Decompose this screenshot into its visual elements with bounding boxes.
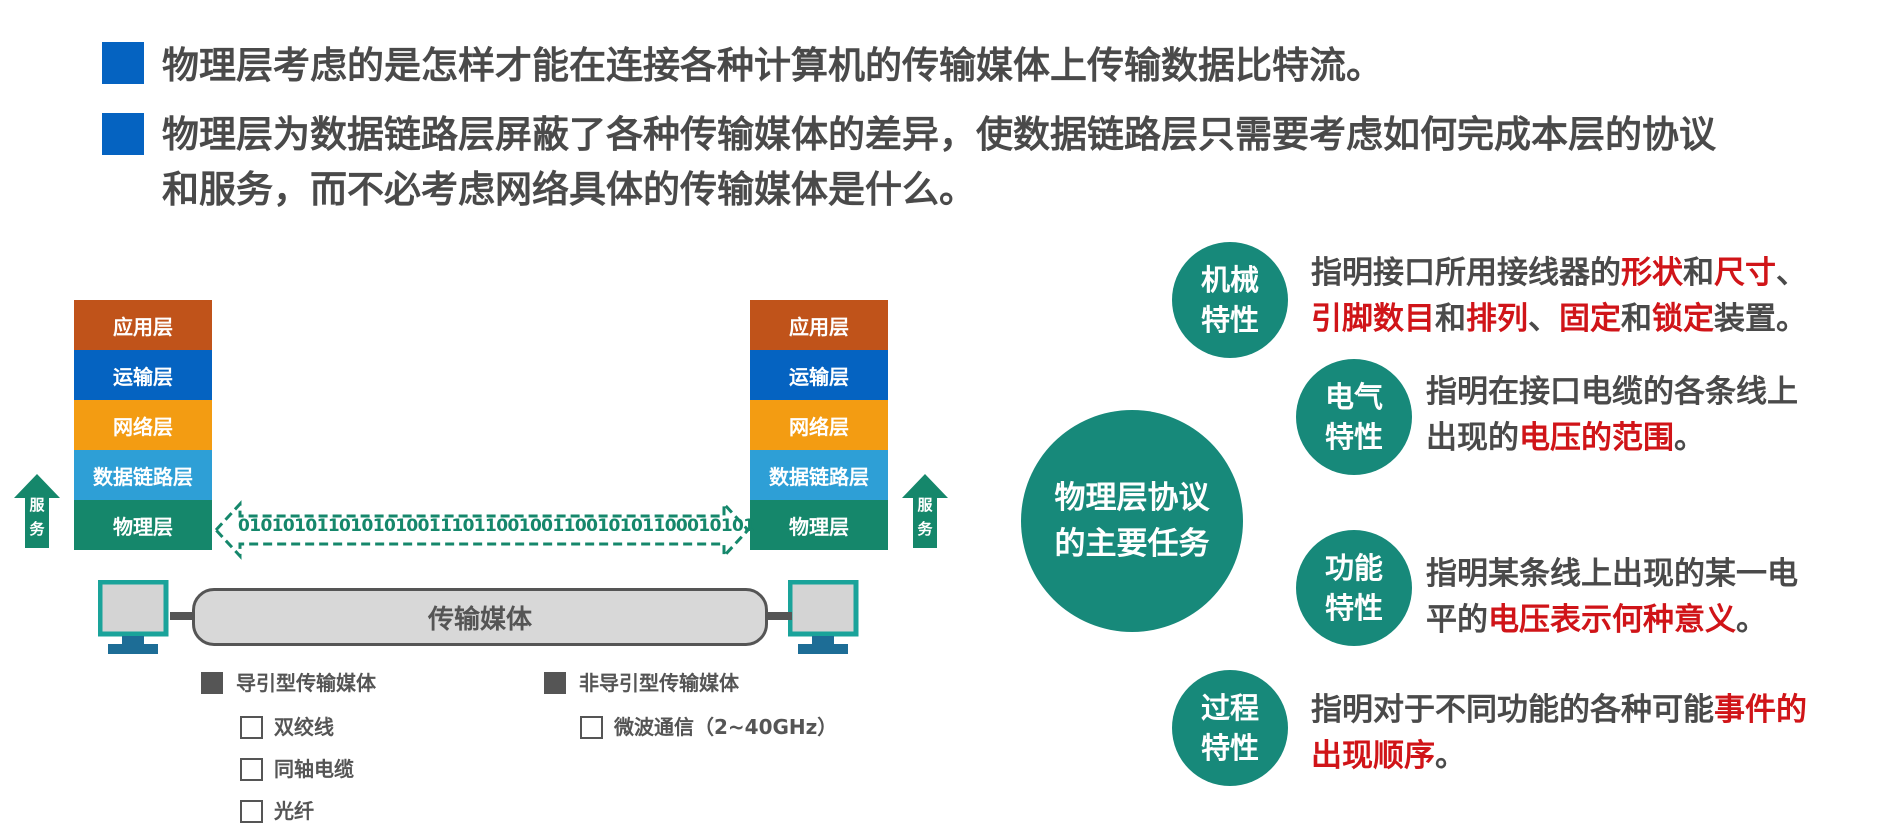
desc-highlight: 排列	[1466, 301, 1528, 337]
desc-text: 、	[1528, 301, 1559, 337]
bullet-marker	[102, 42, 144, 84]
bitstream-text: 0101010110101010011101100100110010101100…	[238, 516, 755, 536]
service-up-arrow-icon: 服 务	[14, 474, 60, 548]
desc-highlight: 电压的范围	[1519, 420, 1674, 456]
circle-line: 机械	[1200, 263, 1259, 297]
bullet-text-2b: 和服务，而不必考虑网络具体的传输媒体是什么。	[162, 168, 976, 211]
bullet-marker	[102, 113, 144, 155]
procedural-description: 指明对于不同功能的各种可能事件的 出现顺序。	[1311, 687, 1807, 779]
mechanical-description: 指明接口所用接线器的形状和尺寸、 引脚数目和排列、固定和锁定装置。	[1311, 250, 1807, 342]
desc-highlight: 尺寸	[1714, 255, 1776, 291]
layer-datalink: 数据链路层	[74, 450, 212, 500]
service-label: 服	[917, 496, 933, 514]
desc-highlight: 固定	[1559, 301, 1621, 337]
medium-label: 传输媒体	[427, 604, 532, 635]
circle-line: 特性	[1324, 591, 1383, 625]
desc-text: 出现的	[1426, 420, 1519, 456]
bullet-text-2a: 物理层为数据链路层屏蔽了各种传输媒体的差异，使数据链路层只需要考虑如何完成本层的…	[162, 113, 1716, 156]
legend-square	[201, 672, 223, 694]
bitstream-double-arrow-icon	[213, 500, 751, 560]
desc-text: 指明在接口电缆的各条线上	[1426, 374, 1798, 410]
layer-datalink: 数据链路层	[750, 450, 888, 500]
checkbox-icon	[240, 716, 263, 739]
legend-square	[544, 672, 566, 694]
desc-highlight: 锁定	[1652, 301, 1714, 337]
center-line: 物理层协议	[1054, 480, 1210, 516]
electrical-description: 指明在接口电缆的各条线上 出现的电压的范围。	[1426, 369, 1798, 461]
checkbox-icon	[240, 758, 263, 781]
computer-icon	[787, 579, 862, 660]
layer-network: 网络层	[74, 400, 212, 450]
desc-highlight: 出现顺序	[1311, 738, 1435, 774]
electrical-characteristic: 电气特性	[1296, 359, 1412, 475]
desc-text: 和	[1621, 301, 1652, 337]
layer-transport: 运输层	[74, 350, 212, 400]
bullet-text-1: 物理层考虑的是怎样才能在连接各种计算机的传输媒体上传输数据比特流。	[162, 44, 1383, 87]
mechanical-characteristic: 机械特性	[1172, 242, 1288, 358]
service-label: 务	[29, 520, 45, 538]
circle-line: 特性	[1324, 420, 1383, 454]
functional-description: 指明某条线上出现的某一电 平的电压表示何种意义。	[1426, 551, 1798, 643]
desc-text: 。	[1674, 420, 1705, 456]
desc-text: 和	[1683, 255, 1714, 291]
desc-text: 。	[1736, 602, 1767, 638]
desc-text: 指明对于不同功能的各种可能	[1311, 692, 1714, 728]
layer-application: 应用层	[750, 300, 888, 350]
desc-text: 和	[1435, 301, 1466, 337]
service-label: 服	[29, 496, 45, 514]
guided-item: 光纤	[274, 799, 314, 823]
circle-line: 过程	[1200, 691, 1259, 725]
desc-text: 。	[1435, 738, 1466, 774]
checkbox-icon	[240, 800, 263, 823]
desc-text: 指明接口所用接线器的	[1311, 255, 1621, 291]
circle-line: 功能	[1324, 551, 1383, 585]
layer-application: 应用层	[74, 300, 212, 350]
layer-physical: 物理层	[750, 500, 888, 550]
layer-network: 网络层	[750, 400, 888, 450]
desc-text: 装置。	[1714, 301, 1807, 337]
desc-text: 指明某条线上出现的某一电	[1426, 556, 1798, 592]
desc-text: 、	[1776, 255, 1807, 291]
desc-highlight: 电压表示何种意义	[1488, 602, 1736, 638]
circle-line: 特性	[1200, 303, 1259, 337]
desc-highlight: 引脚数目	[1311, 301, 1435, 337]
guided-item: 双绞线	[274, 715, 334, 739]
computer-icon	[97, 579, 172, 660]
guided-item: 同轴电缆	[274, 757, 354, 781]
desc-highlight: 事件的	[1714, 692, 1807, 728]
guided-media-title: 导引型传输媒体	[236, 671, 376, 695]
procedural-characteristic: 过程特性	[1172, 670, 1288, 786]
unguided-media-title: 非导引型传输媒体	[579, 671, 739, 695]
functional-characteristic: 功能特性	[1296, 530, 1412, 646]
protocol-tasks-center: 物理层协议 的主要任务	[1021, 410, 1243, 632]
desc-highlight: 形状	[1621, 255, 1683, 291]
transmission-medium: 传输媒体	[192, 588, 768, 646]
checkbox-icon	[580, 716, 603, 739]
center-line: 的主要任务	[1054, 526, 1210, 562]
unguided-item: 微波通信（2~40GHz）	[614, 715, 838, 739]
circle-line: 电气	[1324, 380, 1383, 414]
circle-line: 特性	[1200, 731, 1259, 765]
service-label: 务	[917, 520, 933, 538]
layer-transport: 运输层	[750, 350, 888, 400]
desc-text: 平的	[1426, 602, 1488, 638]
service-up-arrow-icon: 服 务	[902, 474, 948, 548]
layer-physical: 物理层	[74, 500, 212, 550]
